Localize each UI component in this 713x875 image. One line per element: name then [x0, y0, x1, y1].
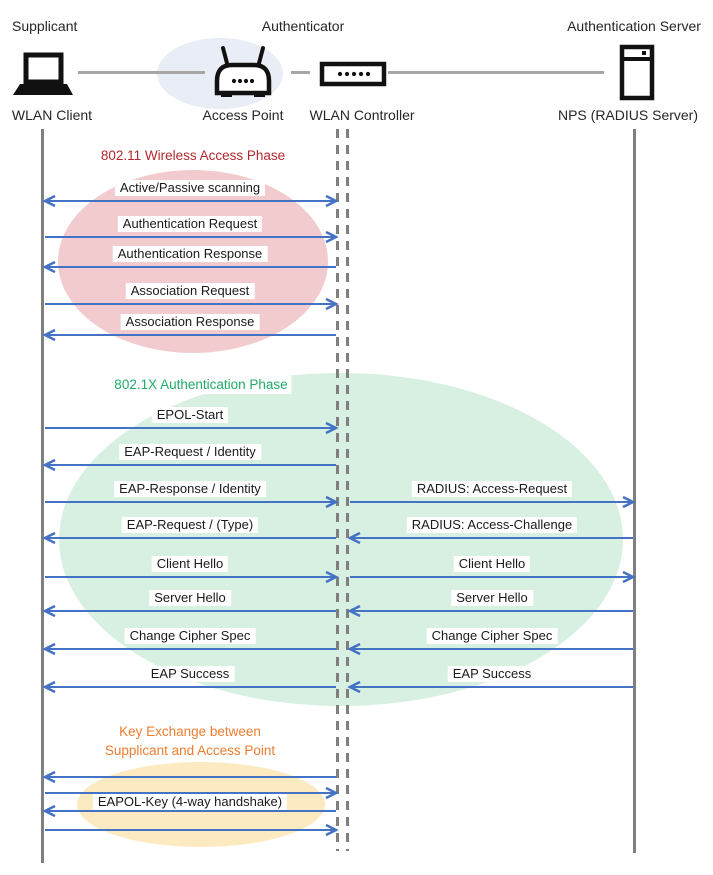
message-label: RADIUS: Access-Challenge [406, 517, 578, 533]
message-arrow [42, 804, 336, 818]
access-point-icon [214, 46, 272, 97]
message-label: Association Request [125, 283, 255, 299]
message-label: Authentication Response [112, 246, 268, 262]
node-label-access-point: Access Point [202, 107, 284, 123]
message-arrow [42, 194, 339, 208]
message-label: EAP Success [447, 666, 537, 682]
message-arrow [45, 495, 339, 509]
connector-client-ap [78, 71, 205, 74]
message-arrow [42, 604, 336, 618]
message-label: EAP-Request / Identity [119, 444, 261, 460]
message-label: EAP Success [145, 666, 235, 682]
node-label-nps-radius-server: NPS (RADIUS Server) [557, 107, 699, 123]
phase-title-authentication: 802.1X Authentication Phase [110, 376, 292, 394]
message-label: Client Hello [151, 556, 229, 572]
lifeline-wlan-controller-b [346, 129, 349, 851]
role-authenticator: Authenticator [261, 18, 345, 34]
message-arrow [42, 458, 336, 472]
message-arrow [42, 770, 336, 784]
phase-title-wireless-access: 802.11 Wireless Access Phase [96, 147, 290, 165]
lifeline-wlan-client [41, 129, 44, 863]
message-arrow [347, 680, 633, 694]
message-label: Association Response [120, 314, 260, 330]
message-arrow [350, 570, 636, 584]
message-label: EAP-Request / (Type) [121, 517, 259, 533]
message-label: EPOL-Start [151, 407, 229, 423]
message-arrow [347, 531, 633, 545]
message-arrow [347, 642, 633, 656]
message-label: RADIUS: Access-Request [411, 481, 573, 497]
role-authentication-server: Authentication Server [567, 18, 701, 34]
message-label: Server Hello [149, 590, 231, 606]
message-label: Client Hello [453, 556, 531, 572]
message-label: EAP-Response / Identity [114, 481, 266, 497]
node-label-wlan-client: WLAN Client [11, 107, 93, 123]
message-arrow [45, 230, 339, 244]
server-icon [619, 44, 655, 101]
message-arrow [45, 786, 339, 800]
lifeline-nps-server [633, 129, 636, 853]
message-arrow [42, 680, 336, 694]
message-label: Active/Passive scanning [114, 180, 266, 196]
message-arrow [45, 297, 339, 311]
message-arrow [350, 495, 636, 509]
message-arrow [45, 421, 339, 435]
message-arrow [42, 328, 336, 342]
phase-title-key-exchange: Key Exchange between Supplicant and Acce… [100, 722, 280, 760]
message-label: Server Hello [451, 590, 533, 606]
role-supplicant: Supplicant [12, 18, 78, 34]
message-arrow [45, 570, 339, 584]
message-arrow [45, 823, 339, 837]
message-label: EAPOL-Key (4-way handshake) [92, 794, 288, 810]
message-arrow [42, 260, 336, 274]
message-label: Change Cipher Spec [124, 628, 256, 644]
wlan-controller-icon [319, 61, 387, 87]
message-arrow [42, 531, 336, 545]
message-arrow [347, 604, 633, 618]
node-label-wlan-controller: WLAN Controller [309, 107, 415, 123]
connector-wlc-server [388, 71, 604, 74]
message-label: Authentication Request [117, 216, 263, 232]
message-label: Change Cipher Spec [426, 628, 558, 644]
connector-ap-wlc [291, 71, 310, 74]
laptop-icon [13, 52, 73, 95]
message-arrow [42, 642, 336, 656]
lifeline-wlan-controller-a [336, 129, 339, 851]
